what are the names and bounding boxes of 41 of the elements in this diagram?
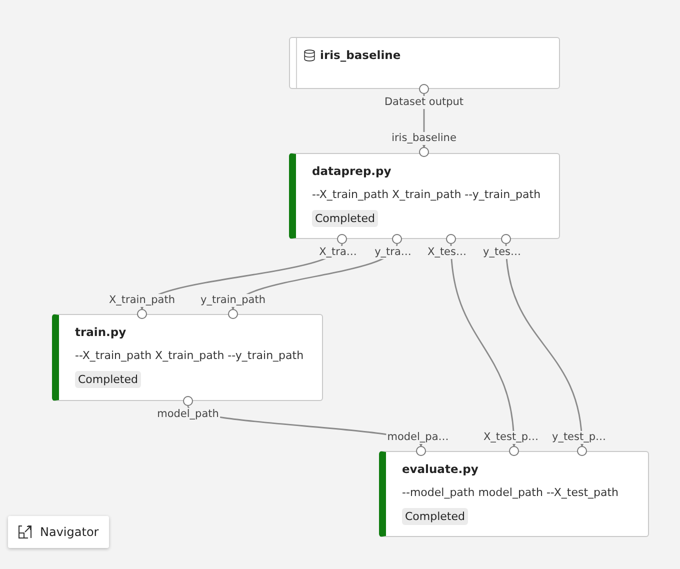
port-circle — [446, 234, 456, 244]
port-circle — [337, 234, 347, 244]
connector-arrow — [450, 244, 518, 447]
port-label: y_tra… — [374, 246, 412, 259]
status-badge: Completed — [312, 210, 378, 227]
status-badge: Completed — [402, 508, 468, 525]
port-label: model_path — [156, 408, 220, 421]
port-label: X_tra… — [318, 246, 358, 259]
port-label: y_train_path — [199, 294, 267, 307]
port-circle — [577, 446, 587, 456]
port-circle — [228, 309, 238, 319]
port-circle — [501, 234, 511, 244]
port-circle — [419, 84, 429, 94]
port-label: model_pa… — [386, 431, 450, 444]
module-title: evaluate.py — [402, 462, 478, 476]
module-card — [52, 314, 323, 401]
port-label: y_tes… — [482, 246, 522, 259]
module-title: dataprep.py — [312, 164, 392, 178]
port-label: y_test_p… — [550, 431, 608, 444]
navigator-button: Navigator — [8, 516, 109, 548]
port-label: X_test_p… — [482, 431, 540, 444]
module-card — [379, 451, 649, 537]
port-circle — [416, 446, 426, 456]
command-arguments: --model_path model_path --X_test_path — [402, 486, 620, 499]
port-circle — [509, 446, 519, 456]
connector-arrow — [505, 244, 586, 447]
command-arguments: --X_train_path X_train_path --y_train_path — [75, 349, 305, 362]
dataset-card — [289, 37, 560, 89]
module-title: iris_baseline — [320, 48, 401, 62]
port-label: X_train_path — [108, 294, 176, 307]
command-arguments: --X_train_path X_train_path --y_train_path — [312, 188, 542, 201]
module-card — [289, 153, 560, 239]
port-circle — [392, 234, 402, 244]
port-label: iris_baseline — [390, 132, 458, 145]
port-circle — [183, 396, 193, 406]
module-title: train.py — [75, 325, 126, 339]
port-label: Dataset output — [383, 96, 465, 109]
port-circle — [419, 147, 429, 157]
port-label: X_tes… — [426, 246, 468, 259]
port-circle — [137, 309, 147, 319]
status-badge: Completed — [75, 371, 141, 388]
